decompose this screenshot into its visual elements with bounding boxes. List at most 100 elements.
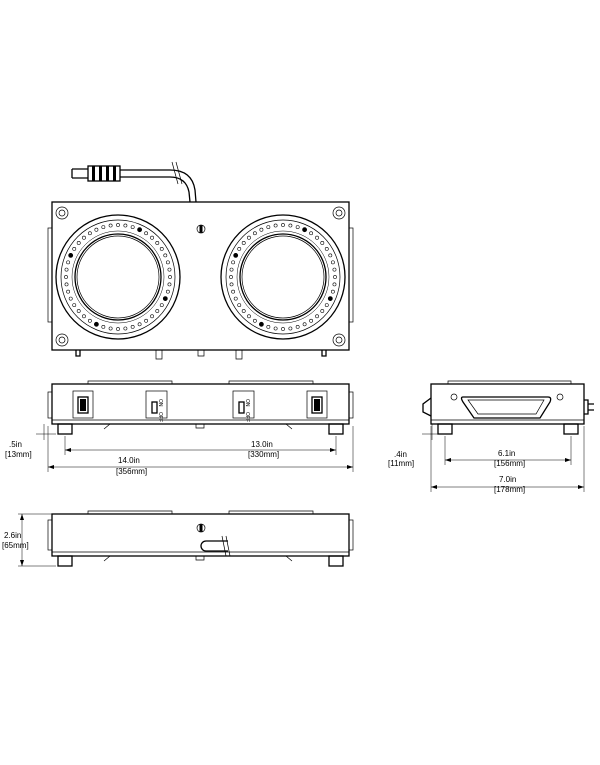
burner-hole (137, 322, 142, 327)
burner-hole (159, 303, 164, 308)
burner-hole (144, 318, 149, 323)
burner-hole (309, 231, 314, 236)
burner-hole (162, 296, 168, 301)
burner-hole (64, 282, 69, 287)
burner-hole (320, 241, 325, 245)
burner-hole (155, 241, 160, 245)
burner-hole (247, 314, 251, 319)
burner-hole (150, 314, 154, 319)
dim-overall-height-metric: [65mm] (2, 541, 29, 550)
indicator-light-left (72, 390, 94, 419)
side-body-outline (430, 383, 585, 425)
burner-hole (108, 326, 113, 331)
switch-right-on-label: ON (244, 399, 250, 407)
burner-hole (165, 260, 170, 265)
center-screw-rear (196, 523, 206, 533)
dim-side-foot-height-metric: [11mm] (388, 459, 414, 468)
burner-hole (315, 235, 319, 240)
indicator-light-right (306, 390, 328, 419)
dimension-overall-height: 2.6in [65mm] (2, 513, 56, 567)
dimension-foot-height: .5in [13mm] (5, 424, 56, 459)
dim-foot-spacing-width-imperial: 13.0in (251, 440, 273, 449)
burner-hole (72, 246, 77, 251)
burner-hole (327, 296, 333, 301)
burner-hole (266, 324, 271, 329)
burner-hole (150, 235, 154, 240)
burner-hole (167, 282, 172, 287)
burner-hole (137, 227, 142, 233)
dim-foot-height-imperial: .5in (9, 440, 22, 449)
burner-hole (231, 260, 236, 265)
burner-hole (315, 314, 319, 319)
dim-overall-width-imperial: 14.0in (118, 456, 140, 465)
side-view: .4in [11mm] 6.1in [156mm] 7.0in [178mm] (388, 380, 594, 494)
rear-body-outline (51, 513, 350, 557)
side-screw-right (556, 393, 564, 401)
burner-hole (101, 225, 106, 230)
burner-hole (333, 275, 337, 279)
burner-hole (159, 246, 164, 251)
power-cord (71, 161, 197, 203)
burner-hole (68, 252, 74, 258)
burner-left (55, 214, 181, 340)
foot-front-right (328, 423, 344, 435)
burner-hole (144, 231, 149, 236)
foot-rear-left (57, 555, 73, 567)
burner-hole (167, 267, 172, 272)
rear-view: 2.6in [65mm] (2, 510, 354, 567)
foot-side-right (563, 423, 579, 435)
dim-overall-width-metric: [356mm] (116, 467, 147, 476)
burner-hole (237, 303, 242, 308)
burner-hole (66, 289, 71, 294)
burner-hole (302, 227, 307, 233)
burner-holes (64, 223, 337, 331)
switch-right: ON OFF (232, 390, 255, 422)
burner-hole (252, 318, 257, 323)
burner-hole (155, 309, 160, 313)
dimension-side-foot-height: .4in [11mm] (388, 424, 442, 468)
burner-hole (328, 253, 333, 258)
plug-body (87, 165, 121, 182)
burner-hole (94, 227, 99, 232)
switch-right-off-label: OFF (244, 412, 250, 422)
burner-hole (168, 275, 172, 279)
burner-hole (273, 326, 278, 331)
burner-hole (94, 321, 99, 327)
burner-hole (66, 260, 71, 265)
burner-hole (82, 314, 86, 319)
dim-foot-spacing-width-metric: [330mm] (248, 450, 279, 459)
burner-hole (332, 282, 337, 287)
switch-left-off-label: OFF (157, 412, 163, 422)
burner-hole (87, 231, 92, 236)
burner-hole (68, 296, 73, 301)
center-screw-top (196, 224, 206, 234)
burner-hole (281, 223, 285, 227)
foot-rear-right (328, 555, 344, 567)
burner-hole (76, 241, 81, 245)
burner-hole (87, 318, 92, 323)
burner-hole (163, 253, 168, 258)
burner-hole (130, 324, 135, 329)
burner-hole (302, 322, 307, 327)
burner-hole (273, 223, 278, 228)
burner-hole (241, 241, 246, 245)
dim-foot-spacing-depth-imperial: 6.1in (498, 449, 515, 458)
burner-hole (237, 246, 242, 251)
front-view: ON OFF ON OFF .5in [13mm] 13.0in [330mm] (5, 380, 354, 476)
burner-hole (64, 275, 68, 279)
burner-hole (233, 296, 238, 301)
burner-right (220, 214, 346, 340)
burner-hole (281, 327, 285, 331)
burner-hole (258, 321, 264, 327)
burner-hole (259, 227, 264, 232)
burner-hole (72, 303, 77, 308)
burner-hole (231, 289, 236, 294)
dimension-overall-depth: 7.0in [178mm] (430, 426, 585, 494)
burner-hole (252, 231, 257, 236)
burner-hole (247, 235, 251, 240)
burner-hole (116, 327, 120, 331)
dim-foot-height-metric: [13mm] (5, 450, 32, 459)
side-handle (460, 396, 552, 419)
dimension-overall-width: 14.0in [356mm] (47, 426, 354, 476)
